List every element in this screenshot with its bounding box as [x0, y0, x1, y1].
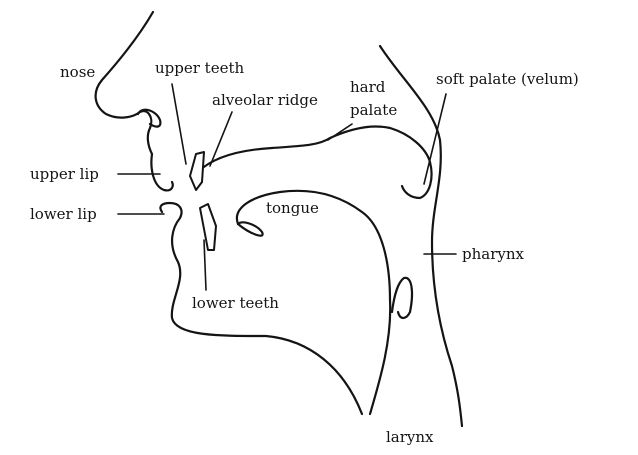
epiglottis — [390, 276, 414, 320]
lower-front-tooth — [199, 203, 217, 251]
upper-teeth-leader — [171, 83, 187, 165]
label-lower-teeth: lower teeth — [192, 294, 279, 312]
tongue-outline — [235, 189, 392, 416]
label-larynx: larynx — [386, 428, 434, 446]
label-hard-palate-2: palate — [350, 101, 397, 119]
hard-palate-leader — [327, 123, 353, 141]
label-tongue: tongue — [266, 199, 319, 217]
label-upper-teeth: upper teeth — [155, 59, 244, 77]
label-alveolar-ridge: alveolar ridge — [212, 91, 318, 109]
palate-outline — [196, 125, 433, 200]
face-profile-upper — [94, 10, 174, 192]
face-profile-lower — [159, 201, 364, 416]
label-lower-lip: lower lip — [30, 205, 97, 223]
label-pharynx: pharynx — [462, 245, 525, 263]
label-nose: nose — [60, 63, 95, 81]
upper-front-tooth — [189, 151, 205, 191]
label-soft-palate: soft palate (velum) — [436, 70, 579, 88]
soft-palate-leader — [423, 93, 447, 185]
alveolar-ridge-leader — [209, 111, 233, 167]
label-upper-lip: upper lip — [30, 165, 99, 183]
tongue-tip — [236, 221, 264, 237]
pharynx-wall — [378, 44, 464, 428]
nostril — [136, 108, 162, 128]
label-hard-palate-1: hard — [350, 78, 386, 96]
lower-teeth-leader — [203, 239, 207, 291]
